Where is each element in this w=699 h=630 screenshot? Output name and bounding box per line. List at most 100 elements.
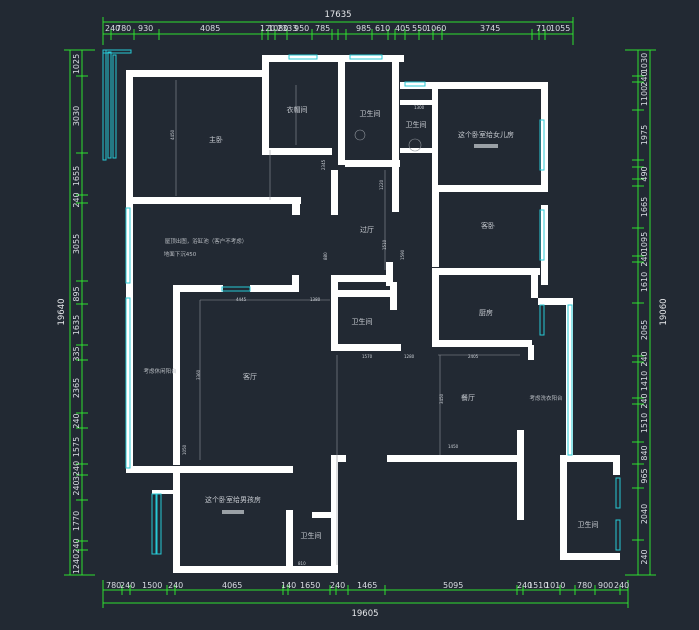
room-bathroom-small: 卫生间 xyxy=(406,120,427,129)
left-dim: 3240 xyxy=(72,461,81,481)
top-dim: 985 xyxy=(356,24,371,33)
inner-dim: 810 xyxy=(298,561,306,566)
top-dim: 950 xyxy=(294,24,309,33)
right-dim: 965 xyxy=(640,468,649,483)
room-labels: 主卧 衣帽间 卫生间 卫生间 这个卧室给女儿房 过厅 客卧 卫生间 厨房 客厅 … xyxy=(143,105,598,540)
bottom-dim: 1465 xyxy=(357,581,377,590)
bottom-dim: 900 xyxy=(598,581,613,590)
left-dim: 1655 xyxy=(72,166,81,186)
inner-dim: 1570 xyxy=(362,354,373,359)
total-left-dim: 19640 xyxy=(57,298,67,325)
right-dim: 1095 xyxy=(640,232,649,252)
room-living: 客厅 xyxy=(243,372,257,381)
inner-dim: 1450 xyxy=(448,444,459,449)
room-bathroom-mid: 卫生间 xyxy=(352,317,373,326)
top-dim: 610 xyxy=(375,24,390,33)
top-dim: 4085 xyxy=(200,24,220,33)
room-daughter: 这个卧室给女儿房 xyxy=(458,130,514,139)
note-master-floor: 地面下沉450 xyxy=(164,250,197,258)
bottom-dim: 5095 xyxy=(443,581,463,590)
inner-dimensions: 4445 1380 1570 1280 2405 1450 4450 3360 … xyxy=(170,105,479,566)
room-kitchen: 厨房 xyxy=(479,308,493,317)
top-dim: 710 xyxy=(536,24,551,33)
note-master-bath: 屋顶出图，浴缸池（客户不考虑） xyxy=(165,237,248,245)
bottom-dim: 1650 xyxy=(300,581,320,590)
left-dim: 1240 xyxy=(72,554,81,574)
inner-dim: 2405 xyxy=(468,354,479,359)
right-dim: 1100 xyxy=(640,86,649,106)
bottom-dim: 240 xyxy=(120,581,135,590)
bottom-dim: 240 xyxy=(168,581,183,590)
left-dim: 240 xyxy=(72,538,81,553)
top-dim: 780 xyxy=(116,24,131,33)
left-dim: 240 xyxy=(72,413,81,428)
dimension-labels: 17635 19605 19640 19060 240 780 930 4085… xyxy=(57,10,669,619)
top-dim: 240 xyxy=(105,24,120,33)
top-dim: 1055 xyxy=(550,24,570,33)
room-master-bedroom: 主卧 xyxy=(209,135,223,144)
left-dim: 335 xyxy=(72,346,81,361)
top-dim: 1080 xyxy=(268,24,288,33)
left-dim: 240 xyxy=(72,192,81,207)
left-dim: 1025 xyxy=(72,54,81,74)
bottom-dim: 1010 xyxy=(545,581,565,590)
room-son: 这个卧室给男孩房 xyxy=(205,495,261,504)
top-dim: 120 xyxy=(260,24,275,33)
note-balcony-left: 考虑休闲阳台 xyxy=(143,367,177,375)
right-dim: 1610 xyxy=(640,272,649,292)
top-dim: 2333 xyxy=(277,24,297,33)
right-dim: 1410 xyxy=(640,371,649,391)
right-dim: 240 xyxy=(640,549,649,564)
left-dim: 1635 xyxy=(72,315,81,335)
right-dim: 490 xyxy=(640,166,649,181)
room-bathroom-right: 卫生间 xyxy=(578,520,599,529)
total-right-dim: 19060 xyxy=(659,298,669,325)
top-dim: 930 xyxy=(138,24,153,33)
right-dim: 1975 xyxy=(640,125,649,145)
inner-dim: 1050 xyxy=(182,444,187,455)
dimension-lines xyxy=(64,17,656,608)
bottom-dim: 1500 xyxy=(142,581,162,590)
top-dim: 405 xyxy=(395,24,410,33)
top-dim: 785 xyxy=(315,24,330,33)
right-dim: 240 xyxy=(640,251,649,266)
left-dim: 240 xyxy=(72,480,81,495)
left-dim: 3055 xyxy=(72,234,81,254)
bottom-dim: 780 xyxy=(577,581,592,590)
inner-dim: 2345 xyxy=(321,159,326,170)
top-dim: 1060 xyxy=(426,24,446,33)
inner-dim: 3450 xyxy=(439,393,444,404)
bottom-dim: 1510 xyxy=(528,581,548,590)
note-balcony-right: 考虑洗衣阳台 xyxy=(529,394,563,402)
inner-dim: 1300 xyxy=(414,105,425,110)
top-dim: 3745 xyxy=(480,24,500,33)
bottom-dim: 240 xyxy=(517,581,532,590)
left-dim: 2365 xyxy=(72,378,81,398)
right-dim: 840 xyxy=(640,445,649,460)
left-dim: 1770 xyxy=(72,511,81,531)
top-dim: 550 xyxy=(412,24,427,33)
inner-dim: 1220 xyxy=(379,179,384,190)
total-top-dim: 17635 xyxy=(324,10,351,20)
room-bathroom-bottom: 卫生间 xyxy=(301,531,322,540)
right-dim: 2065 xyxy=(640,320,649,340)
bottom-dim: 4065 xyxy=(222,581,242,590)
bottom-dim: 780 xyxy=(106,581,121,590)
right-dim: 240 xyxy=(640,71,649,86)
fixtures xyxy=(175,80,520,565)
left-dim: 3030 xyxy=(72,106,81,126)
inner-dim: 1280 xyxy=(404,354,415,359)
inner-dim: 3360 xyxy=(196,369,201,380)
inner-dim: 4445 xyxy=(236,297,247,302)
total-bottom-dim: 19605 xyxy=(351,609,378,619)
right-dim: 1030 xyxy=(640,53,649,73)
room-corridor: 过厅 xyxy=(360,225,374,234)
right-dim: 240 xyxy=(640,351,649,366)
room-guest-bedroom: 客卧 xyxy=(481,221,495,230)
right-dim: 1510 xyxy=(640,413,649,433)
inner-dim: 1510 xyxy=(382,239,387,250)
windows xyxy=(102,49,621,555)
room-cloakroom: 衣帽间 xyxy=(287,105,308,114)
bottom-dim: 140 xyxy=(281,581,296,590)
